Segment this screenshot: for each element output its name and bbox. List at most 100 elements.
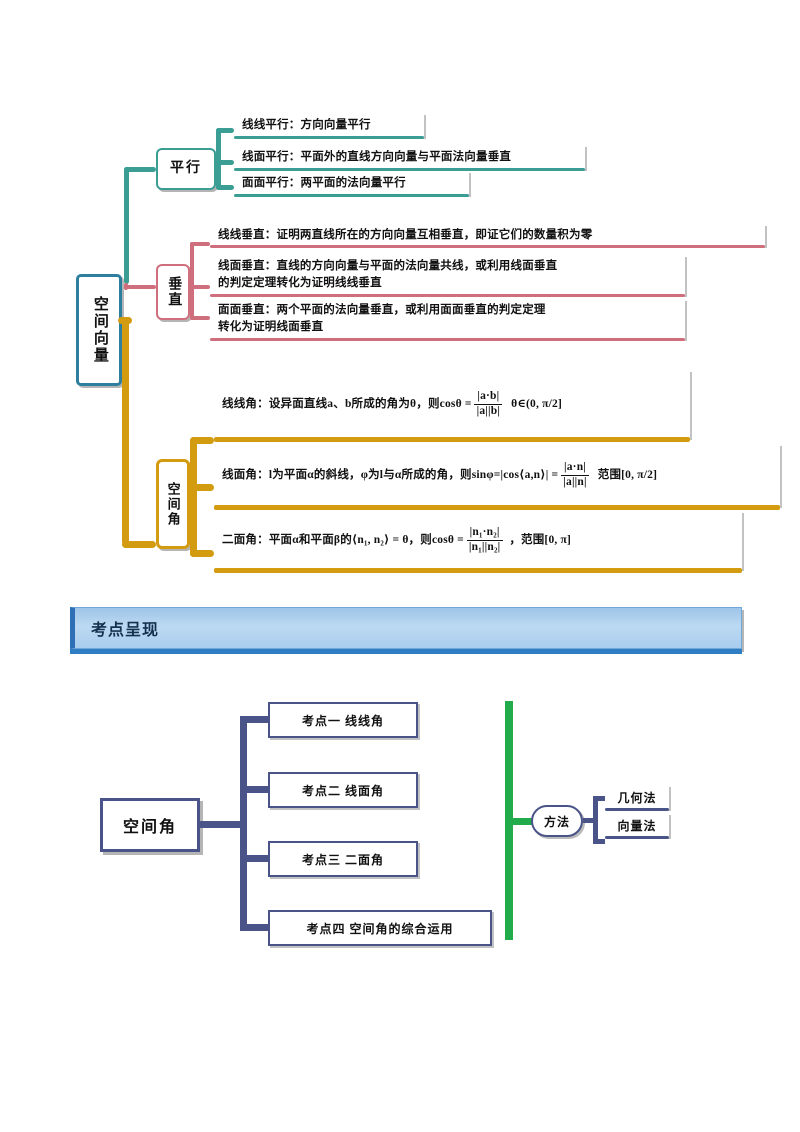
rule-parallel-2	[234, 168, 585, 171]
leaf-space-angle-1[interactable]: 线线角： 设异面直线a、b所成的角为θ，则cosθ = |a·b| |a||b|…	[214, 370, 690, 438]
section-banner-title: 考点呈现	[91, 620, 160, 639]
branch-node-perpendicular-label: 垂直	[166, 276, 182, 308]
connector-bottom-spine	[240, 716, 247, 931]
leaf-space-angle-2[interactable]: 线面角： l为平面α的斜线，φ为l与α所成的角，则sinφ=|cos⟨a,n⟩|…	[214, 444, 780, 506]
leaf-space-angle-3[interactable]: 二面角： 平面α和平面β的⟨n₁, n₂⟩ = θ，则cosθ = |n₁·n₂…	[214, 511, 742, 569]
rule-parallel-1	[234, 136, 424, 139]
leaf-perpendicular-3[interactable]: 面面垂直：两个平面的法向量垂直，或利用面面垂直的判定定理 转化为证明线面垂直	[210, 299, 685, 339]
leaf-parallel-2-text: 线面平行：平面外的直线方向向量与平面法向量垂直	[242, 150, 512, 163]
root-node-space-vector[interactable]: 空间向量	[76, 274, 122, 386]
leaf-parallel-3[interactable]: 面面平行：两平面的法向量平行	[234, 171, 469, 195]
connector-method-branch-stub	[583, 818, 597, 823]
branch-node-space-angle-label: 空间角	[165, 481, 181, 527]
leaf-space-angle-3-lead: 二面角：	[222, 533, 269, 546]
leaf-space-angle-2-denominator: |a||n|	[563, 475, 587, 488]
leaf-parallel-1-text: 线线平行：方向向量平行	[242, 118, 371, 131]
connector-space-angle-item-1	[190, 437, 214, 444]
leaf-space-angle-2-numerator: |a·n|	[560, 461, 590, 476]
connector-perpendicular-item-2	[190, 285, 210, 289]
connector-space-angle-item-3	[190, 550, 214, 557]
bottom-point-1[interactable]: 考点一 线线角	[268, 702, 418, 738]
bottom-point-3-label: 考点三 二面角	[301, 852, 384, 867]
bottom-point-4[interactable]: 考点四 空间角的综合运用	[268, 910, 492, 946]
connector-parallel-item-3	[216, 185, 234, 190]
method-option-2[interactable]: 向量法	[605, 813, 669, 837]
leaf-space-angle-2-content: 线面角： l为平面α的斜线，φ为l与α所成的角，则sinφ=|cos⟨a,n⟩|…	[222, 461, 658, 488]
leaf-perpendicular-2-text: 线面垂直：直线的方向向量与平面的法向量共线，或利用线面垂直 的判定定理转化为证明…	[218, 260, 558, 289]
leaf-space-angle-2-tail: 范围[0, π/2]	[597, 468, 658, 481]
connector-perpendicular-spine	[190, 242, 194, 320]
leaf-perpendicular-3-text: 面面垂直：两个平面的法向量垂直，或利用面面垂直的判定定理 转化为证明线面垂直	[218, 304, 546, 333]
rule-method-option-2	[605, 836, 669, 839]
root-node-label: 空间向量	[91, 296, 108, 364]
connector-bottom-point-2	[240, 786, 270, 793]
rule-space-angle-3	[214, 568, 742, 573]
leaf-space-angle-2-lead: 线面角：	[222, 468, 269, 481]
rule-space-angle-2	[214, 505, 780, 510]
branch-node-parallel[interactable]: 平行	[156, 148, 216, 190]
leaf-parallel-2[interactable]: 线面平行：平面外的直线方向向量与平面法向量垂直	[234, 145, 585, 169]
leaf-space-angle-1-numerator: |a·b|	[474, 390, 503, 405]
connector-root-to-parallel-vertical	[124, 167, 129, 284]
method-node[interactable]: 方法	[531, 805, 583, 837]
connector-space-angle-spine	[190, 437, 197, 557]
rule-perpendicular-3	[210, 338, 685, 341]
method-option-1[interactable]: 几何法	[605, 785, 669, 809]
bottom-point-2[interactable]: 考点二 线面角	[268, 772, 418, 808]
bottom-point-1-label: 考点一 线线角	[301, 713, 384, 728]
leaf-space-angle-1-denominator: |a||b|	[476, 404, 501, 417]
connector-space-angle-item-2	[190, 484, 214, 491]
bottom-point-3[interactable]: 考点三 二面角	[268, 841, 418, 877]
leaf-space-angle-3-body: 平面α和平面β的⟨n₁, n₂⟩ = θ，则cosθ =	[268, 533, 464, 546]
connector-root-to-angle-vertical	[122, 317, 129, 545]
bottom-point-4-label: 考点四 空间角的综合运用	[306, 921, 454, 936]
connector-method-spine	[505, 701, 513, 940]
leaf-space-angle-3-numerator: |n₁·n₂|	[466, 526, 503, 541]
method-option-1-label: 几何法	[617, 790, 657, 805]
connector-bottom-point-1	[240, 716, 270, 723]
branch-node-perpendicular[interactable]: 垂直	[156, 264, 190, 320]
connector-method-option-2	[593, 839, 605, 844]
leaf-parallel-1[interactable]: 线线平行：方向向量平行	[234, 113, 424, 137]
connector-parallel-spine	[216, 128, 221, 190]
leaf-parallel-3-text: 面面平行：两平面的法向量平行	[242, 176, 406, 189]
connector-perpendicular-item-1	[190, 242, 210, 246]
bottom-root-node-space-angle[interactable]: 空间角	[100, 798, 200, 852]
connector-parallel-horizontal	[124, 167, 156, 172]
connector-bottom-point-4	[240, 924, 270, 931]
connector-parallel-item-1	[216, 128, 234, 133]
connector-method-branch-spine	[593, 796, 598, 844]
branch-node-parallel-label: 平行	[170, 160, 202, 176]
section-banner: 考点呈现	[70, 607, 742, 649]
rule-parallel-3	[234, 194, 469, 197]
connector-method-option-1	[593, 796, 605, 801]
rule-perpendicular-2	[210, 294, 685, 297]
leaf-space-angle-1-body: 设异面直线a、b所成的角为θ，则cosθ =	[268, 397, 472, 410]
bottom-root-node-label: 空间角	[122, 819, 177, 836]
bottom-point-2-label: 考点二 线面角	[301, 783, 384, 798]
connector-bottom-point-3	[240, 855, 270, 862]
rule-method-option-1	[605, 808, 669, 811]
connector-bottom-root-stub	[200, 821, 246, 828]
connector-root-angle-stub	[118, 317, 132, 324]
connector-angle-horizontal	[122, 541, 156, 548]
branch-node-space-angle[interactable]: 空间角	[156, 459, 190, 549]
leaf-perpendicular-1[interactable]: 线线垂直：证明两直线所在的方向向量互相垂直，即证它们的数量积为零	[210, 224, 765, 246]
leaf-space-angle-3-tail: ，范围[0, π]	[509, 533, 572, 546]
connector-method-stub	[513, 818, 533, 825]
leaf-space-angle-1-lead: 线线角：	[222, 397, 269, 410]
leaf-space-angle-1-tail: θ∈(0, π/2]	[511, 397, 563, 410]
leaf-space-angle-2-body: l为平面α的斜线，φ为l与α所成的角，则sinφ=|cos⟨a,n⟩| =	[268, 468, 559, 481]
leaf-perpendicular-2[interactable]: 线面垂直：直线的方向向量与平面的法向量共线，或利用线面垂直 的判定定理转化为证明…	[210, 255, 685, 295]
leaf-space-angle-1-fraction: |a·b| |a||b|	[474, 390, 503, 417]
method-option-2-label: 向量法	[617, 818, 657, 833]
connector-perpendicular-item-3	[190, 316, 210, 320]
connector-parallel-item-2	[216, 160, 234, 165]
leaf-space-angle-3-content: 二面角： 平面α和平面β的⟨n₁, n₂⟩ = θ，则cosθ = |n₁·n₂…	[222, 526, 572, 553]
leaf-space-angle-1-content: 线线角： 设异面直线a、b所成的角为θ，则cosθ = |a·b| |a||b|…	[222, 390, 563, 417]
leaf-perpendicular-1-text: 线线垂直：证明两直线所在的方向向量互相垂直，即证它们的数量积为零	[218, 228, 593, 241]
section-banner-underline	[70, 649, 742, 654]
rule-space-angle-1	[214, 437, 690, 442]
method-node-label: 方法	[543, 814, 570, 829]
